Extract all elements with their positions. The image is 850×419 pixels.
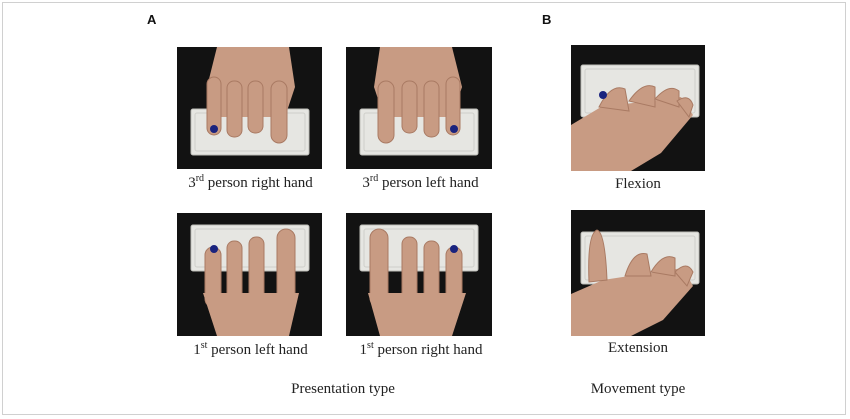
panel-a-letter: A — [147, 12, 157, 27]
photo-flexion — [571, 45, 705, 171]
movement-type-label: Movement type — [590, 381, 686, 397]
hand-over-box-illustration — [190, 224, 310, 336]
photo-1st-person-right-hand — [346, 213, 492, 336]
hand-side-view-illustration — [571, 229, 700, 336]
caption-flexion: Flexion — [615, 176, 661, 192]
presentation-type-label: Presentation type — [291, 381, 395, 397]
photo-extension — [571, 210, 705, 336]
figure-frame — [2, 2, 846, 415]
caption-1st-person-right-hand: 1st person right hand — [359, 340, 483, 359]
hand-over-box-illustration — [359, 47, 479, 156]
panel-b-letter: B — [542, 12, 552, 27]
photo-1st-person-left-hand — [177, 213, 322, 336]
photo-3rd-person-left-hand — [346, 47, 492, 169]
caption-1st-person-left-hand: 1st person left hand — [193, 340, 308, 359]
hand-over-box-illustration — [359, 224, 479, 336]
caption-extension: Extension — [608, 340, 668, 356]
hand-side-view-illustration — [571, 64, 700, 171]
hand-over-box-illustration — [190, 47, 310, 156]
caption-3rd-person-left-hand: 3rd person left hand — [362, 173, 479, 192]
caption-3rd-person-right-hand: 3rd person right hand — [188, 173, 313, 192]
photo-3rd-person-right-hand — [177, 47, 322, 169]
